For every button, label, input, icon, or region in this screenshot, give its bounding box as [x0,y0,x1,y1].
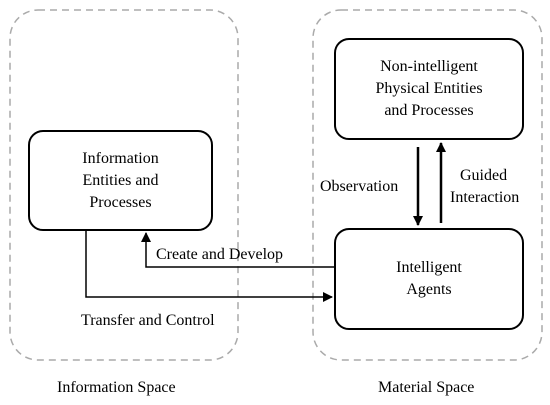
material-space-region [312,9,543,361]
information-space-region [9,9,239,361]
transfer-control-arrow [85,230,333,302]
information-space-label: Information Space [57,379,176,396]
non-intelligent-label: Non-intelligent Physical Entities and Pr… [375,58,483,119]
material-space-label: Material Space [378,379,475,396]
create-develop-arrow [141,232,335,268]
intelligent-agents-box [334,228,524,330]
information-entities-label: Information Entities and Processes [82,149,159,211]
observation-label: Observation [320,178,399,195]
create-develop-label: Create and Develop [156,246,284,263]
intelligent-agents-label: Intelligent Agents [396,259,462,298]
guided-interaction-label-line2: Interaction [450,189,520,206]
information-entities-box [28,130,213,231]
transfer-control-label: Transfer and Control [81,312,215,329]
guided-interaction-label-line1: Guided [460,167,508,184]
non-intelligent-box [334,38,524,140]
